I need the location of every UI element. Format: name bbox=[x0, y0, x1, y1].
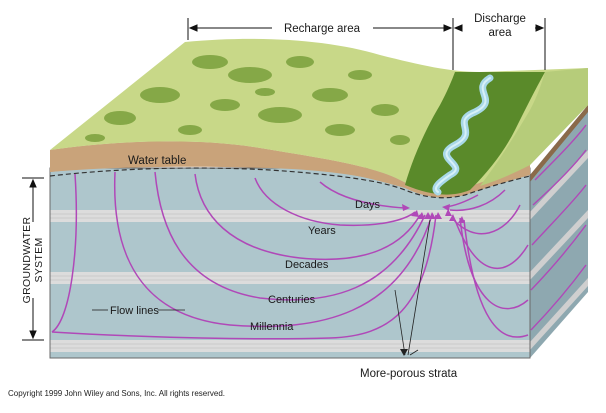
more-porous-strata-label: More-porous strata bbox=[360, 368, 458, 380]
area-dimension-markers bbox=[187, 18, 546, 70]
copyright-text: Copyright 1999 John Wiley and Sons, Inc.… bbox=[8, 389, 225, 398]
days-label: Days bbox=[355, 199, 381, 211]
porous-strata bbox=[50, 210, 530, 352]
water-table-line bbox=[49, 167, 531, 199]
flow-lines-label: Flow lines bbox=[110, 305, 159, 317]
years-label: Years bbox=[308, 225, 336, 237]
groundwater-system-bracket bbox=[22, 177, 44, 341]
vegetation-patches bbox=[85, 55, 410, 145]
discharge-area-label-line1: Discharge bbox=[474, 13, 526, 25]
recharge-area-label: Recharge area bbox=[284, 23, 361, 35]
discharge-area-label-line2: area bbox=[488, 27, 512, 39]
centuries-label: Centuries bbox=[268, 294, 316, 306]
groundwater-system-label-line2: SYSTEM bbox=[33, 238, 45, 283]
flow-arrowheads bbox=[402, 204, 465, 223]
leader-lines bbox=[92, 219, 431, 356]
groundwater-system-label-line1: GROUNDWATER bbox=[21, 217, 33, 304]
land-surface bbox=[50, 38, 588, 196]
forested-valley bbox=[405, 72, 545, 195]
water-table-label: Water table bbox=[128, 155, 186, 167]
decades-label: Decades bbox=[285, 259, 329, 271]
soil-layer-top bbox=[50, 141, 410, 188]
millennia-label: Millennia bbox=[250, 321, 294, 333]
block-side-face bbox=[530, 105, 588, 358]
